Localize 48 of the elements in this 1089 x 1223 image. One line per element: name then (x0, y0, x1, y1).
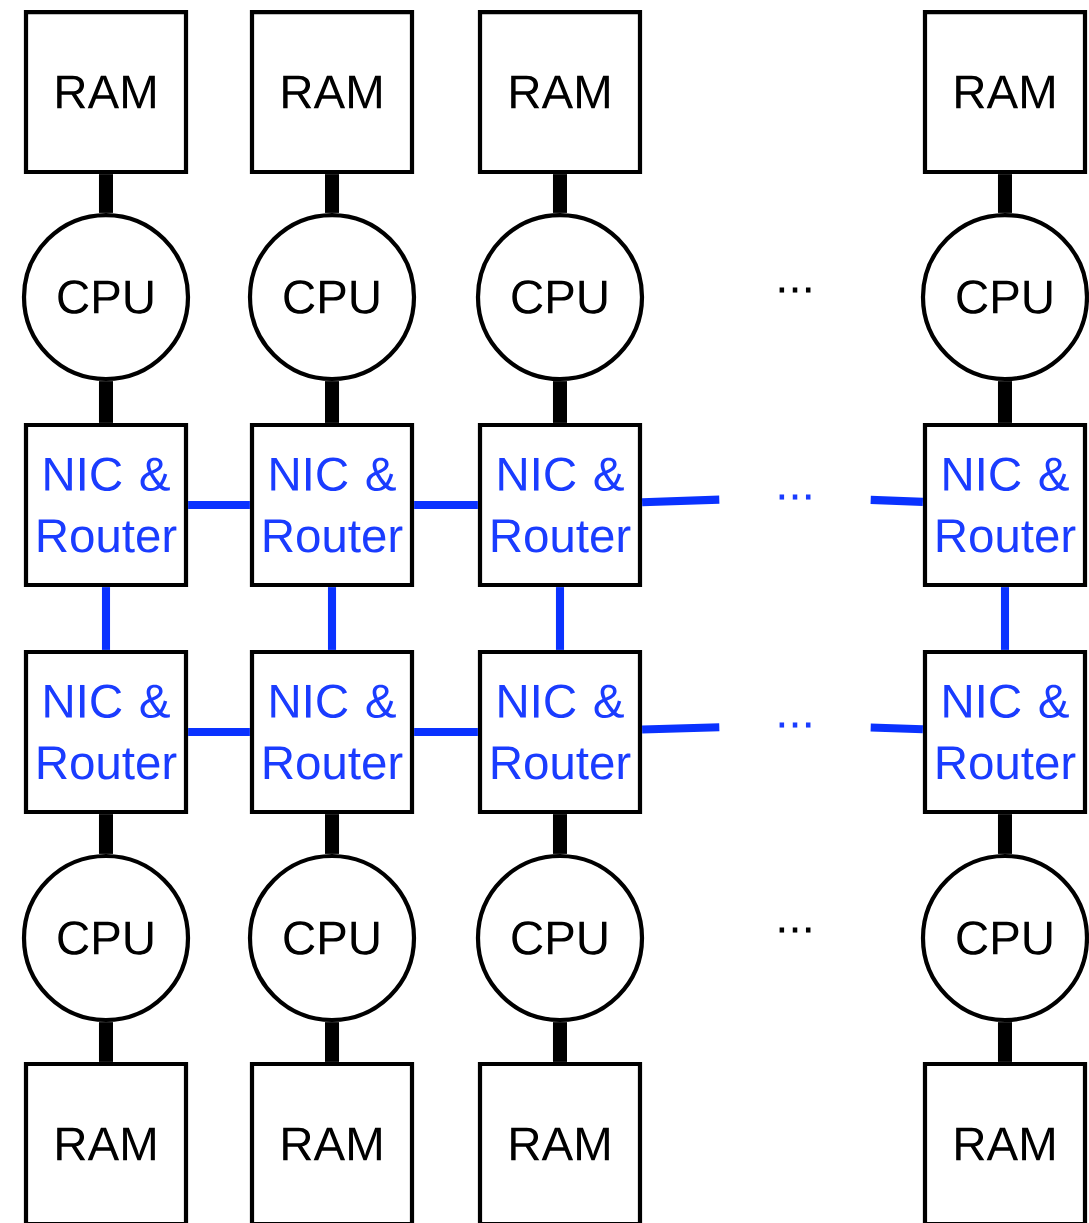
memory-box: RAM (23, 9, 189, 175)
connector (553, 1022, 568, 1062)
ellipsis: ... (779, 927, 811, 933)
connector (414, 500, 478, 510)
ellipsis: ... (779, 494, 811, 500)
router-box: NIC & Router (922, 649, 1088, 815)
ellipsis: ... (779, 722, 811, 728)
ellipsis: ... (779, 287, 811, 293)
memory-box: RAM (477, 1061, 643, 1223)
router-box: NIC & Router (249, 649, 415, 815)
router-box: NIC & Router (922, 422, 1088, 588)
memory-box: RAM (922, 9, 1088, 175)
connector (325, 814, 340, 854)
connector (555, 587, 565, 650)
connector (325, 1022, 340, 1062)
connector (99, 1022, 114, 1062)
connector (642, 723, 720, 734)
connector (998, 381, 1013, 423)
memory-box: RAM (249, 9, 415, 175)
memory-box: RAM (922, 1061, 1088, 1223)
router-box: NIC & Router (477, 649, 643, 815)
connector (188, 500, 250, 510)
connector (870, 723, 924, 734)
connector (101, 587, 111, 650)
connector (870, 495, 924, 506)
connector (998, 1022, 1013, 1062)
router-box: NIC & Router (23, 422, 189, 588)
connector (642, 495, 720, 507)
connector (998, 174, 1013, 213)
connector (553, 381, 568, 423)
router-box: NIC & Router (23, 649, 189, 815)
connector (325, 174, 340, 213)
connector (99, 814, 114, 854)
connector (553, 814, 568, 854)
connector (188, 727, 250, 737)
connector (1000, 587, 1010, 650)
connector (998, 814, 1013, 854)
router-box: NIC & Router (477, 422, 643, 588)
connector (99, 381, 114, 423)
connector (327, 587, 337, 650)
connector (99, 174, 114, 213)
router-box: NIC & Router (249, 422, 415, 588)
connector (414, 727, 478, 737)
connector (325, 381, 340, 423)
memory-box: RAM (23, 1061, 189, 1223)
connector (553, 174, 568, 213)
memory-box: RAM (249, 1061, 415, 1223)
memory-box: RAM (477, 9, 643, 175)
